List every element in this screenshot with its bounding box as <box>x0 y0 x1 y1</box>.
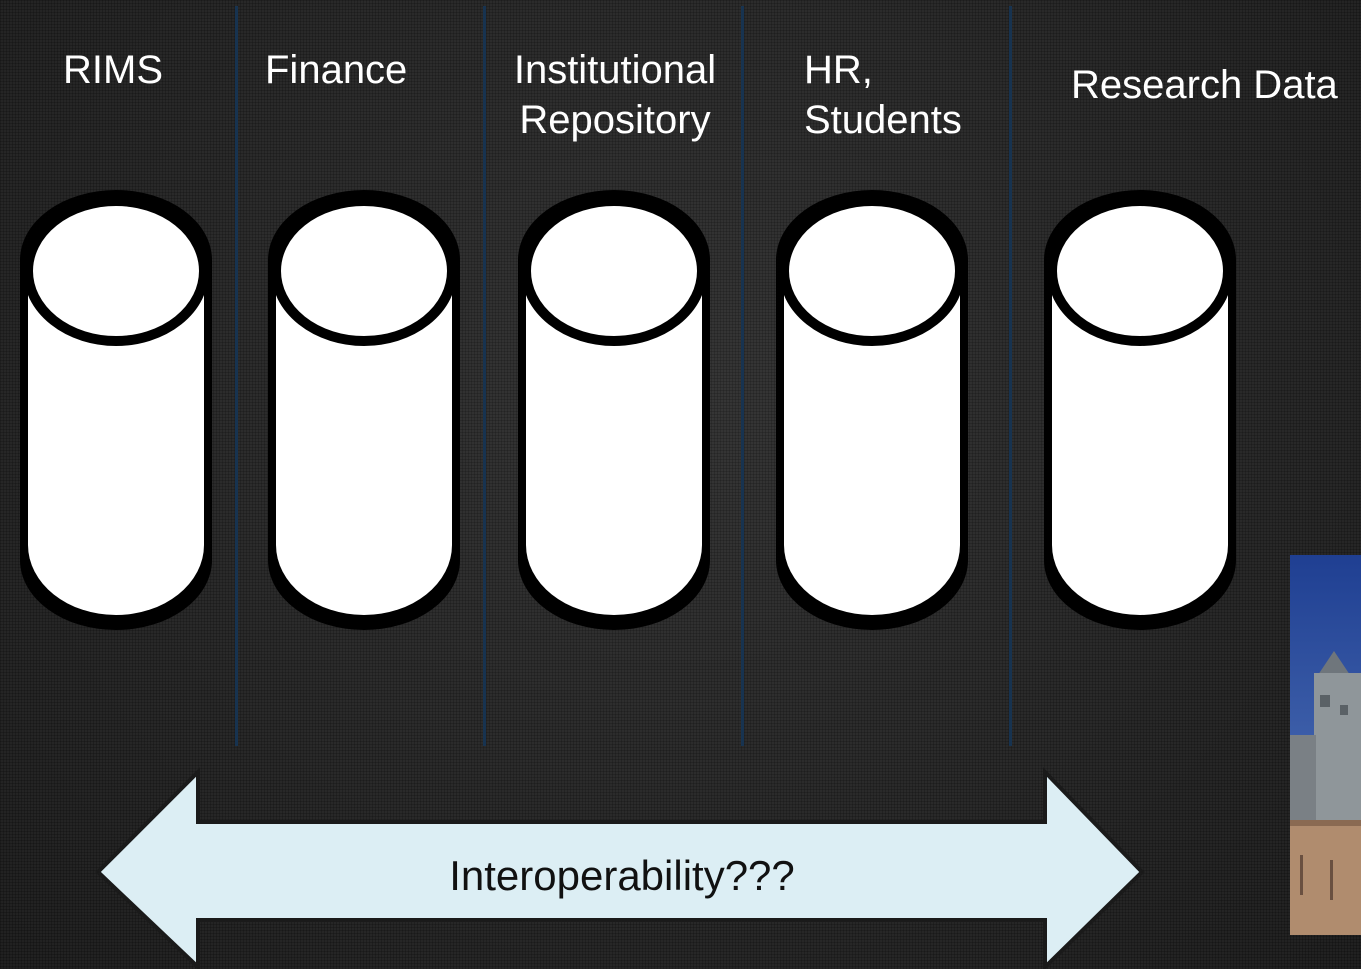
column-divider-1 <box>235 6 238 746</box>
column-divider-3 <box>741 6 744 746</box>
database-cylinder-hr-students-icon <box>776 190 968 630</box>
column-divider-4 <box>1009 6 1012 746</box>
grain-silo-photo <box>1290 555 1361 935</box>
database-cylinder-institutional-repository-icon <box>518 190 710 630</box>
arrow-label: Interoperability??? <box>449 852 795 899</box>
column-label-finance: Finance <box>265 48 408 92</box>
column-label-hr-students: HR, Students <box>804 48 962 142</box>
database-cylinder-finance-icon <box>268 190 460 630</box>
database-cylinder-research-data-icon <box>1044 190 1236 630</box>
column-label-institutional-repository: Institutional Repository <box>513 48 717 142</box>
column-divider-2 <box>483 6 486 746</box>
column-label-rims: RIMS <box>63 48 163 92</box>
column-label-research-data: Research Data <box>1071 63 1338 107</box>
database-cylinder-rims-icon <box>20 190 212 630</box>
double-arrow-icon <box>95 767 1145 969</box>
